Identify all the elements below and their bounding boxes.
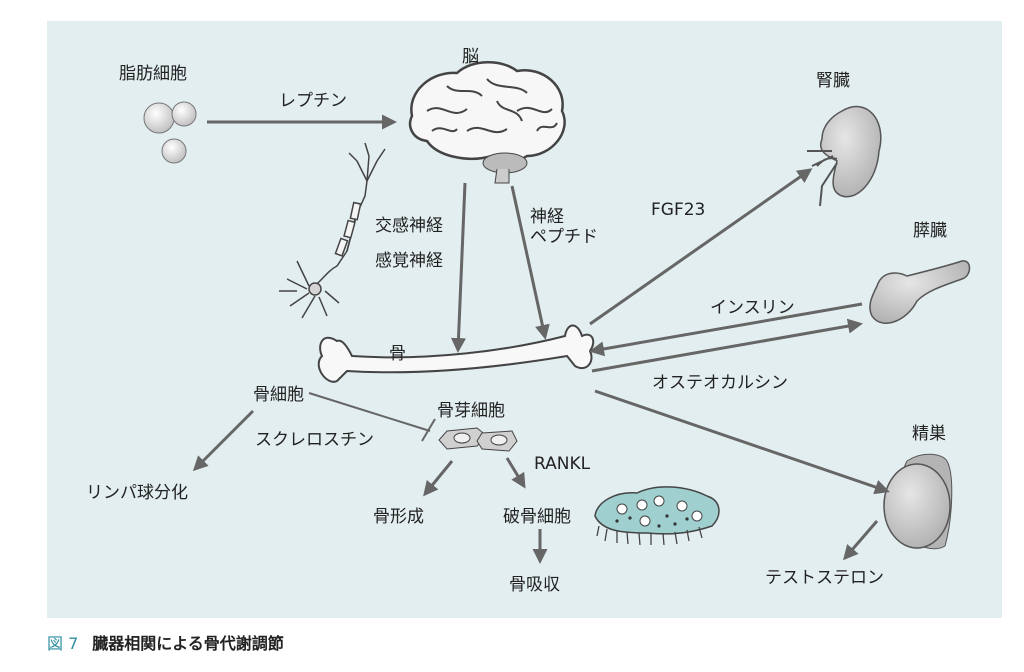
label-osteocyte: 骨細胞 <box>253 385 304 405</box>
label-sensory-nerve: 感覚神経 <box>375 251 443 271</box>
label-sclerostin: スクレロスチン <box>255 430 374 450</box>
figure-number: 図 7 <box>47 634 79 653</box>
label-sympathetic-nerve: 交感神経 <box>375 216 443 236</box>
neuron-icon <box>279 142 386 319</box>
testis-icon <box>883 453 953 550</box>
figure-title: 臓器相関による骨代謝調節 <box>92 634 284 653</box>
label-rankl: RANKL <box>534 454 591 474</box>
label-neuropeptide: 神経 ペプチド <box>530 207 598 247</box>
kidney-icon <box>807 105 882 207</box>
label-testis: 精巣 <box>912 424 946 444</box>
osteoclast-icon <box>594 486 720 546</box>
label-osteoblast: 骨芽細胞 <box>437 401 505 421</box>
label-bone: 骨 <box>389 344 406 364</box>
inhibition-line <box>308 392 436 442</box>
label-testosterone: テストステロン <box>765 568 884 588</box>
label-osteoclast: 破骨細胞 <box>503 507 571 527</box>
label-adipocyte: 脂肪細胞 <box>119 64 187 84</box>
label-kidney: 腎臓 <box>816 71 850 91</box>
label-fgf23: FGF23 <box>651 200 706 220</box>
label-insulin: インスリン <box>710 298 795 318</box>
bone-icon <box>317 324 595 383</box>
label-pancreas: 膵臓 <box>913 221 947 241</box>
arrows <box>192 114 890 564</box>
label-osteocalcin: オステオカルシン <box>652 373 788 393</box>
label-bone-formation: 骨形成 <box>373 507 424 527</box>
brain-icon <box>408 61 566 184</box>
diagram-canvas <box>143 61 971 564</box>
adipocyte-icon <box>143 101 197 164</box>
figure-caption: 図 7 臓器相関による骨代謝調節 <box>47 630 284 654</box>
osteoblast-icon <box>438 427 518 452</box>
label-lymphocyte-differentiation: リンパ球分化 <box>86 483 188 503</box>
label-bone-resorption: 骨吸収 <box>509 575 560 595</box>
label-leptin: レプチン <box>279 91 347 111</box>
label-brain: 脳 <box>462 47 479 67</box>
pancreas-icon <box>869 260 971 324</box>
diagram-panel: 脂肪細胞 レプチン 脳 腎臓 FGF23 交感神経 感覚神経 神経 ペプチド 膵… <box>47 21 1002 618</box>
